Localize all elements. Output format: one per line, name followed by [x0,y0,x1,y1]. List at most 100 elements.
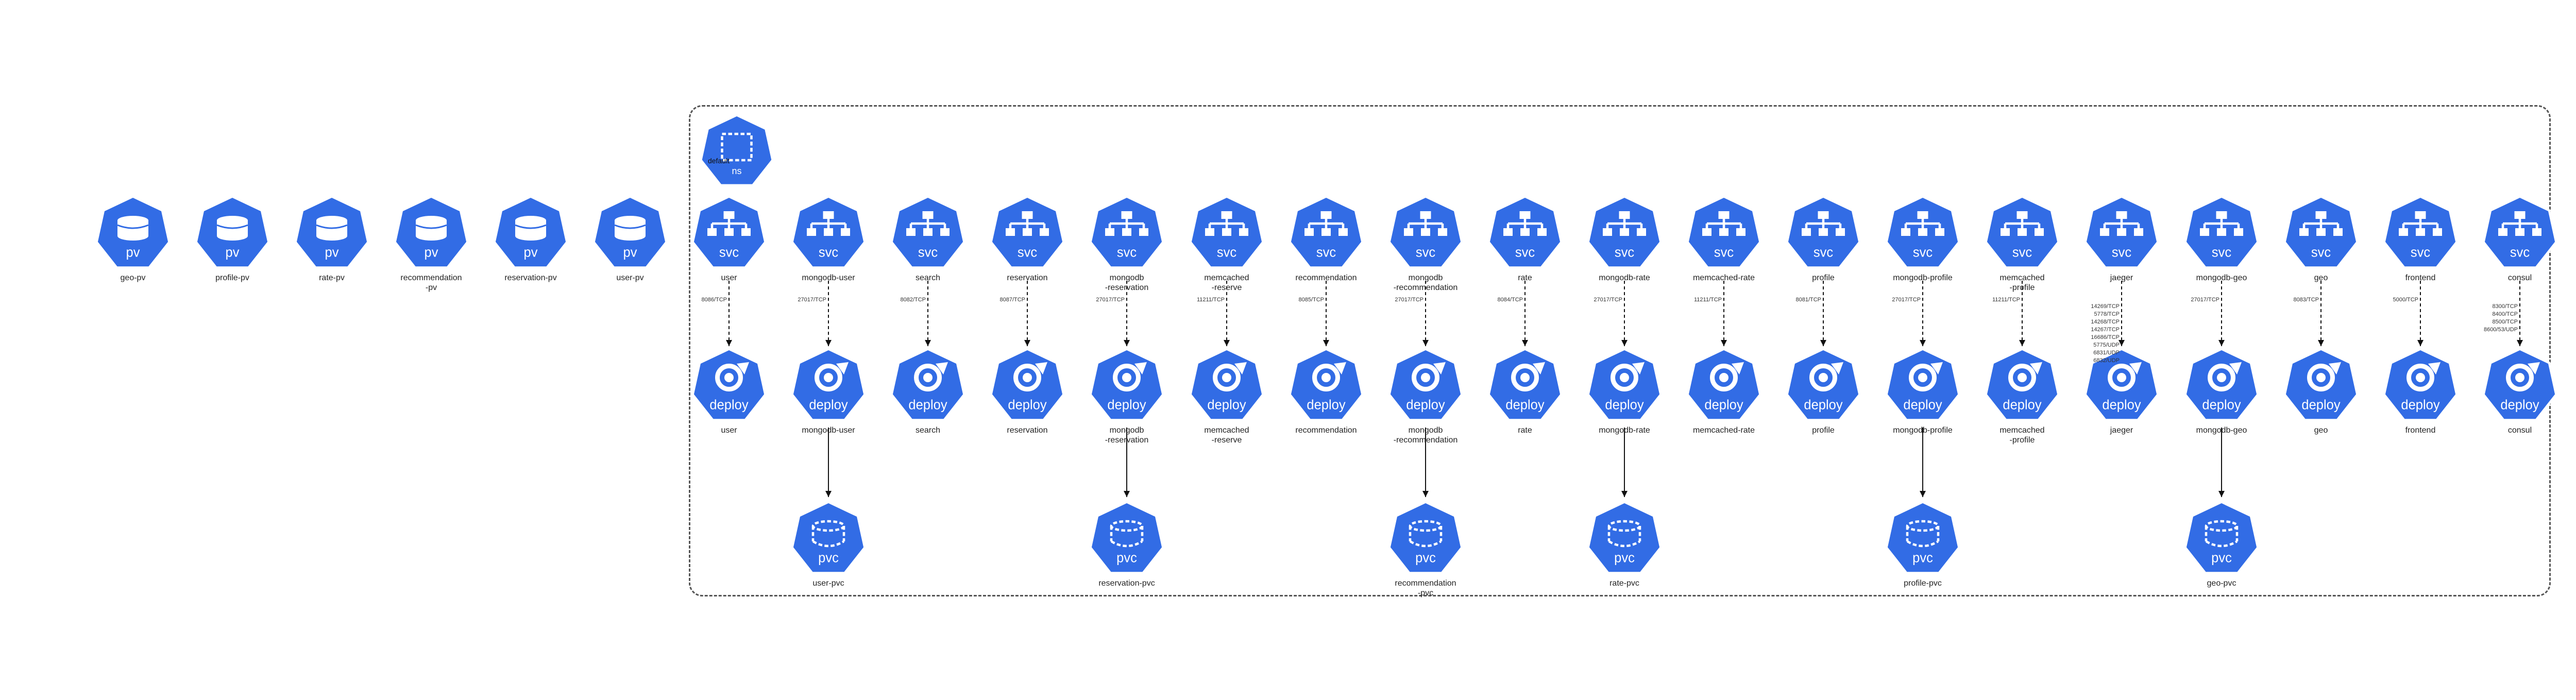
svg-text:svc: svc [819,246,839,260]
svc-label: mongodb-rate [1599,274,1650,282]
svg-text:deploy: deploy [1704,398,1743,413]
pv-label: rate-pv [319,274,345,282]
col-8-deploy-node[interactable]: deploy [1486,347,1564,424]
col-13-svc-node[interactable]: svc [1984,194,2061,271]
col-9-deploy-node[interactable]: deploy [1586,347,1663,424]
col-4-deploy-node[interactable]: deploy [1088,347,1165,424]
col-13-deploy-node[interactable]: deploy [1984,347,2061,424]
col-15-deploy-node[interactable]: deploy [2183,347,2260,424]
svc-icon: svc [890,195,965,269]
deploy-icon: deploy [890,348,965,421]
col-12-deploy-node[interactable]: deploy [1884,347,1961,424]
col-12-pvc-node[interactable]: pvc [1884,500,1961,577]
svg-text:svc: svc [1416,246,1436,260]
col-10-deploy-node[interactable]: deploy [1685,347,1762,424]
col-3-deploy-node[interactable]: deploy [989,347,1066,424]
col-16-deploy-node[interactable]: deploy [2282,347,2360,424]
svc-icon: svc [791,195,866,269]
svg-text:deploy: deploy [2500,398,2539,413]
svg-text:deploy: deploy [2102,398,2141,413]
port-label: 27017/TCP [1395,297,1423,303]
pv-4-pv-node[interactable]: pv [492,194,569,271]
svg-text:deploy: deploy [809,398,848,413]
port-label: 11211/TCP [1693,297,1722,303]
col-4-pvc-node[interactable]: pvc [1088,500,1165,577]
pvc-icon: pvc [1587,501,1662,574]
col-11-svc-node[interactable]: svc [1785,194,1862,271]
col-15-svc-node[interactable]: svc [2183,194,2260,271]
col-1-svc-node[interactable]: svc [790,194,867,271]
col-3-svc-node[interactable]: svc [989,194,1066,271]
svg-text:deploy: deploy [2003,398,2041,413]
svg-text:pvc: pvc [818,551,839,566]
arrowhead [1920,340,1926,346]
svg-text:svc: svc [1615,246,1635,260]
col-2-svc-node[interactable]: svc [889,194,967,271]
col-7-deploy-node[interactable]: deploy [1387,347,1464,424]
col-18-svc-node[interactable]: svc [2481,194,2558,271]
pv-5-pv-node[interactable]: pv [591,194,669,271]
arrowhead [2218,340,2225,346]
svg-text:pvc: pvc [1415,551,1436,566]
arrowhead [1820,340,1826,346]
pv-1-pv-node[interactable]: pv [194,194,271,271]
col-9-pvc-node[interactable]: pvc [1586,500,1663,577]
deploy-icon: deploy [1786,348,1861,421]
pv-0-pv-node[interactable]: pv [94,194,172,271]
svc-label: recommendation [1295,274,1357,282]
col-18-deploy-node[interactable]: deploy [2481,347,2558,424]
col-17-svc-node[interactable]: svc [2382,194,2459,271]
pvc-label: profile-pvc [1904,579,1942,588]
col-15-pvc-node[interactable]: pvc [2183,500,2260,577]
col-16-svc-node[interactable]: svc [2282,194,2360,271]
deploy-icon: deploy [1289,348,1364,421]
svc-icon: svc [2383,195,2458,269]
svc-icon: svc [2184,195,2259,269]
col-8-svc-node[interactable]: svc [1486,194,1564,271]
col-1-pvc-node[interactable]: pvc [790,500,867,577]
pvc-label: reservation-pvc [1098,579,1155,588]
col-10-svc-node[interactable]: svc [1685,194,1762,271]
col-14-svc-node[interactable]: svc [2083,194,2160,271]
col-6-deploy-node[interactable]: deploy [1287,347,1365,424]
col-12-svc-node[interactable]: svc [1884,194,1961,271]
pv-icon: pv [195,195,270,269]
pvc-label: geo-pvc [2207,579,2236,588]
deploy-icon: deploy [2184,348,2259,421]
arrowhead [1422,491,1429,497]
pv-2-pv-node[interactable]: pv [293,194,370,271]
col-0-svc-node[interactable]: svc [690,194,768,271]
col-14-deploy-node[interactable]: deploy [2083,347,2160,424]
svg-text:pv: pv [623,246,637,260]
col-1-deploy-node[interactable]: deploy [790,347,867,424]
namespace-icon[interactable]: ns [698,112,775,187]
col-11-deploy-node[interactable]: deploy [1785,347,1862,424]
svc-label: mongodb-user [802,274,855,282]
svc-label: memcached -reserve [1204,274,1249,292]
col-2-deploy-node[interactable]: deploy [889,347,967,424]
col-5-svc-node[interactable]: svc [1188,194,1265,271]
deploy-icon: deploy [691,348,767,421]
arrowhead [2119,340,2125,346]
svc-icon: svc [1487,195,1563,269]
svc-label: reservation [1007,274,1048,282]
arrowhead [825,491,832,497]
deploy-icon: deploy [791,348,866,421]
col-17-deploy-node[interactable]: deploy [2382,347,2459,424]
pv-icon: pv [592,195,668,269]
pv-3-pv-node[interactable]: pv [393,194,470,271]
col-9-svc-node[interactable]: svc [1586,194,1663,271]
arrowhead [925,340,931,346]
deploy-label: memcached-rate [1692,426,1755,435]
col-5-deploy-node[interactable]: deploy [1188,347,1265,424]
deploy-label: mongodb-geo [2196,426,2247,435]
col-6-svc-node[interactable]: svc [1287,194,1365,271]
col-7-pvc-node[interactable]: pvc [1387,500,1464,577]
svg-text:deploy: deploy [2301,398,2340,413]
col-0-deploy-node[interactable]: deploy [690,347,768,424]
arrowhead [1024,340,1030,346]
col-4-svc-node[interactable]: svc [1088,194,1165,271]
col-7-svc-node[interactable]: svc [1387,194,1464,271]
deploy-icon: deploy [1686,348,1761,421]
svc-label: geo [2314,274,2328,282]
